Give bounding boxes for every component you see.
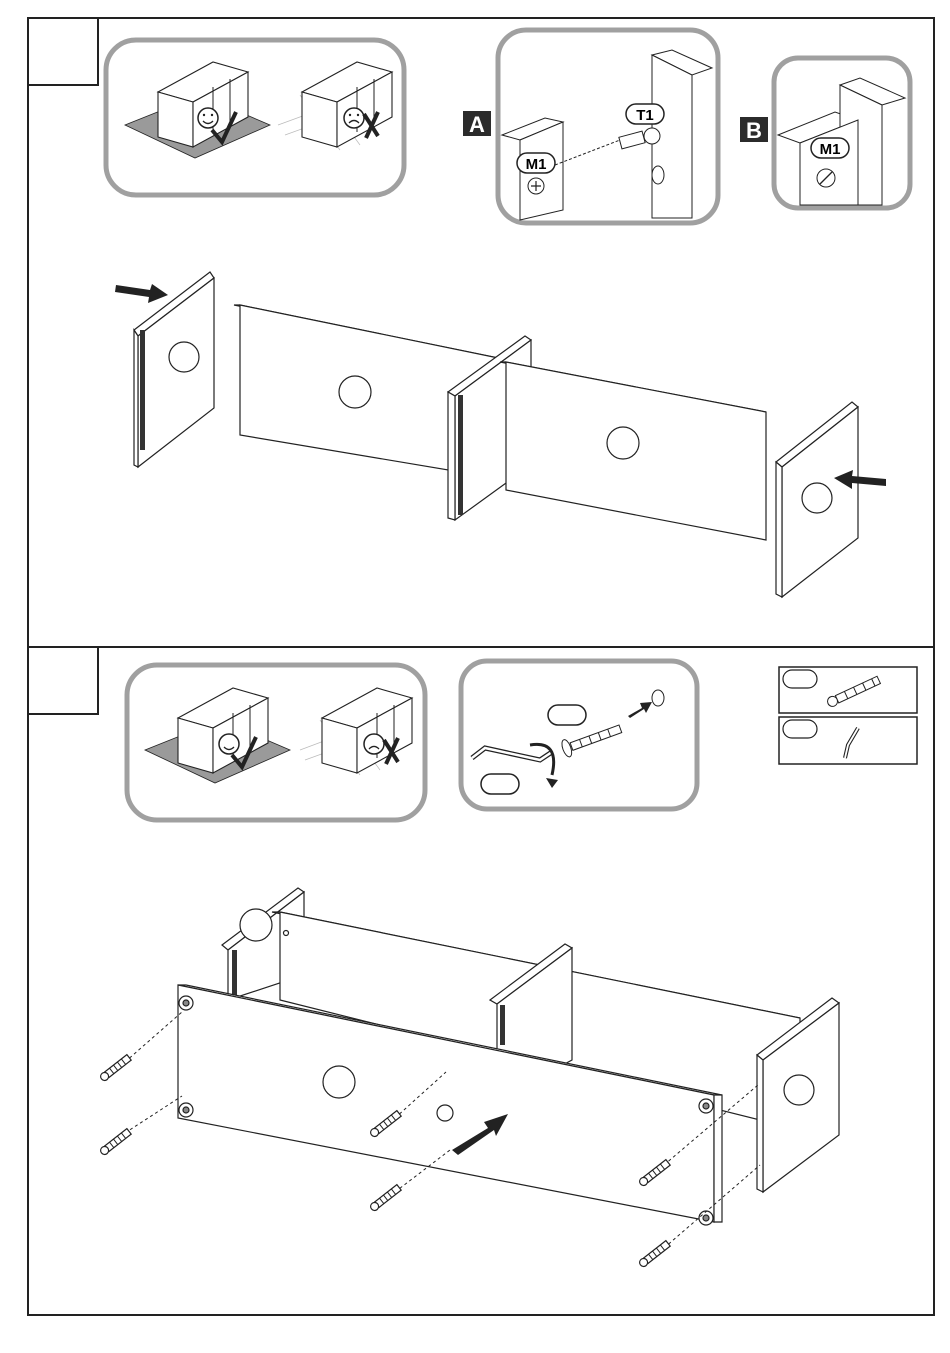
left-side-panel [138, 278, 214, 467]
screw-6 [638, 1240, 671, 1268]
part-m1-label-b: M1 [820, 141, 841, 158]
cam-lock-front [437, 1105, 453, 1121]
part-m1-label-a: M1 [526, 156, 547, 173]
callout-a-label: A [469, 112, 485, 137]
step-1-box [28, 18, 98, 85]
screw-detail [461, 661, 697, 809]
smile-icon-2 [219, 734, 239, 754]
screw-4 [369, 1184, 402, 1212]
part-t1-tag: T1 [626, 104, 664, 124]
frown-icon-2 [364, 734, 384, 754]
floor-protection-tip-1 [106, 40, 404, 195]
screw-1 [99, 1054, 132, 1082]
part-m1-tag-b: M1 [811, 138, 849, 158]
detail-a: A T1 M1 [463, 30, 718, 223]
detail-b: B M1 [740, 58, 910, 208]
wrench-id-tag [481, 774, 519, 794]
floor-protection-tip-2 [127, 665, 425, 820]
cover-cap-icon [240, 909, 272, 941]
smile-icon [198, 108, 218, 128]
step1-assembly-drawing [134, 272, 858, 597]
part-t1-label: T1 [636, 107, 654, 124]
push-arrow-left [115, 284, 168, 303]
frown-icon [344, 108, 364, 128]
parts-legend [779, 667, 917, 764]
screw-id-tag [548, 705, 586, 725]
step2-assembly-drawing [178, 888, 839, 1225]
step-2-box [28, 647, 98, 714]
part-m1-tag-a: M1 [517, 153, 555, 173]
screw-2 [99, 1128, 132, 1156]
callout-b-label: B [746, 118, 762, 143]
hole-icon [652, 690, 664, 706]
